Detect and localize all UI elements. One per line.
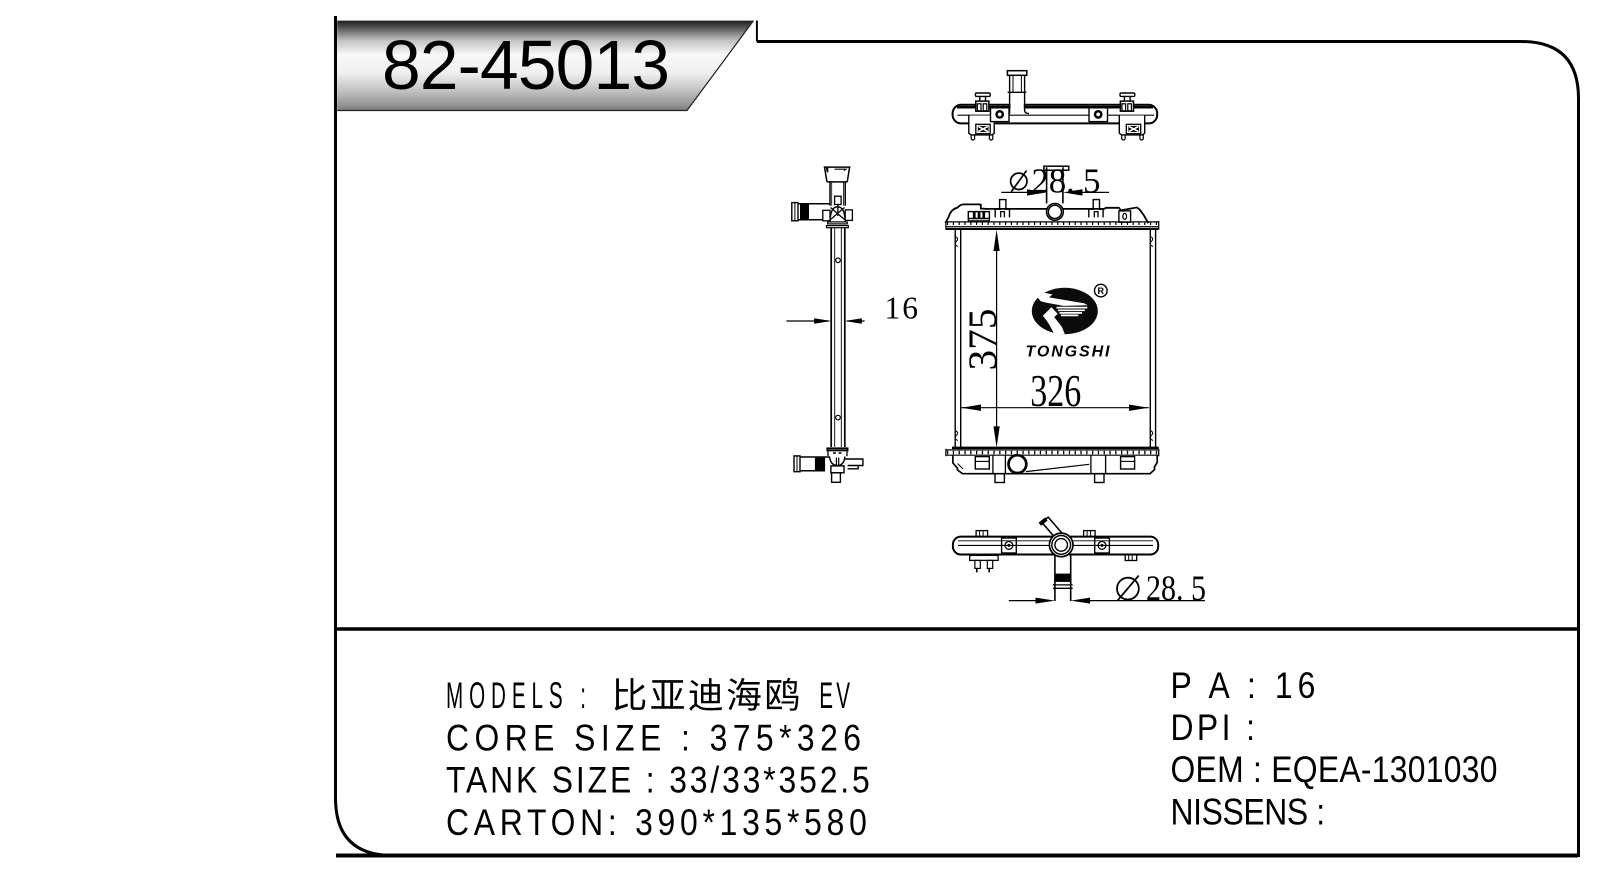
svg-text:OEM : EQEA-1301030: OEM : EQEA-1301030	[1171, 749, 1498, 791]
svg-text:NISSENS :: NISSENS :	[1171, 791, 1326, 833]
svg-text:82-45013: 82-45013	[382, 26, 670, 104]
svg-text:EV: EV	[819, 676, 850, 717]
svg-text:TONGSHI: TONGSHI	[1026, 344, 1111, 361]
svg-text:326: 326	[1030, 365, 1081, 416]
svg-text:MODELS :: MODELS :	[446, 676, 586, 717]
svg-text:TANK SIZE : 33/33*352.5: TANK SIZE : 33/33*352.5	[446, 759, 870, 801]
svg-text:CORE SIZE : 375*326: CORE SIZE : 375*326	[446, 717, 861, 759]
svg-text:P A : 16: P A : 16	[1171, 665, 1316, 707]
svg-text:R: R	[1098, 286, 1105, 296]
svg-text:16: 16	[885, 291, 919, 326]
svg-text:28. 5: 28. 5	[1032, 162, 1101, 201]
svg-text:CARTON: 390*135*580: CARTON: 390*135*580	[446, 802, 867, 844]
svg-text:28. 5: 28. 5	[1146, 568, 1206, 608]
svg-text:375: 375	[960, 309, 1005, 371]
svg-text:DPI :: DPI :	[1171, 707, 1255, 749]
